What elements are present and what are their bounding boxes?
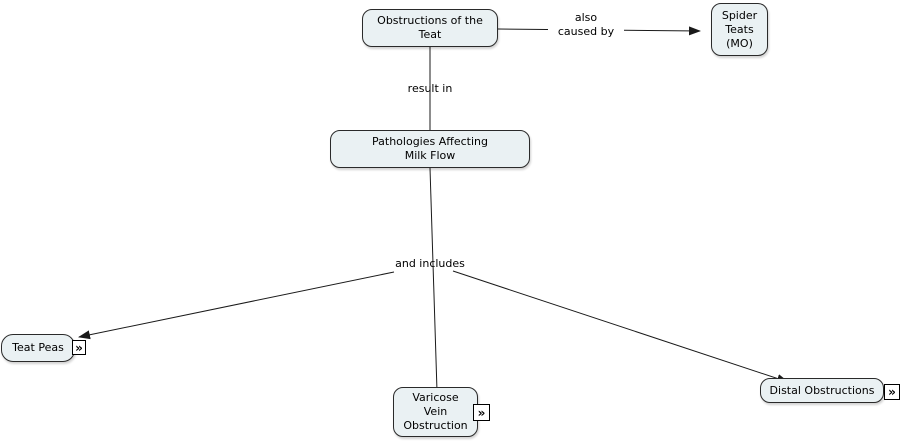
- link-label-result-in[interactable]: result in: [407, 82, 453, 95]
- expand-chevron-icon[interactable]: »: [72, 340, 86, 355]
- link-line-and-includes-center: [429, 167, 438, 392]
- node-varicose-vein-obstruction[interactable]: Varicose Vein Obstruction: [393, 387, 478, 437]
- expand-chevron-icon[interactable]: »: [473, 404, 490, 421]
- link-label-and-includes[interactable]: and includes: [395, 257, 465, 270]
- expand-chevron-icon[interactable]: »: [884, 384, 900, 400]
- link-label-also-caused-by[interactable]: also caused by: [548, 11, 624, 39]
- link-line-and-includes-right: [452, 270, 789, 383]
- node-spider-teats-mo[interactable]: Spider Teats (MO): [711, 3, 768, 56]
- node-pathologies-affecting-milk-flow[interactable]: Pathologies Affecting Milk Flow: [330, 130, 530, 168]
- node-obstructions-of-the-teat[interactable]: Obstructions of the Teat: [362, 9, 498, 47]
- link-line-and-includes-left: [78, 271, 395, 340]
- node-distal-obstructions[interactable]: Distal Obstructions: [760, 378, 884, 403]
- node-teat-peas[interactable]: Teat Peas: [1, 334, 75, 362]
